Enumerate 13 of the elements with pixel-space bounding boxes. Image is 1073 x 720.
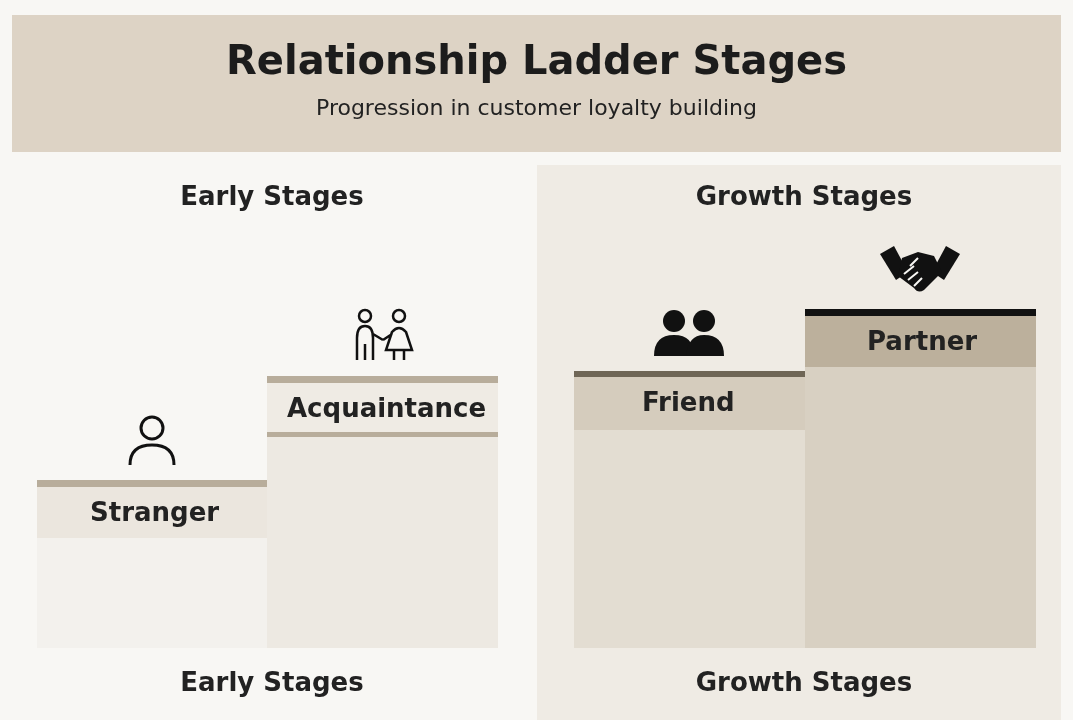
title: Relationship Ladder Stages — [225, 37, 848, 83]
step-label: Friend — [642, 387, 735, 417]
step-label: Acquaintance — [287, 393, 487, 423]
subtitle: Progression in customer loyalty building — [315, 95, 758, 120]
stage-panel — [537, 165, 1061, 720]
ladder-step — [574, 371, 805, 648]
panel-heading: Growth Stages — [694, 181, 914, 211]
ladder-step — [805, 309, 1036, 648]
step-label: Stranger — [90, 497, 220, 527]
panel-heading: Early Stages — [179, 181, 365, 211]
ladder-step — [267, 376, 498, 648]
ladder-step — [37, 480, 267, 648]
step-label: Partner — [867, 326, 978, 356]
